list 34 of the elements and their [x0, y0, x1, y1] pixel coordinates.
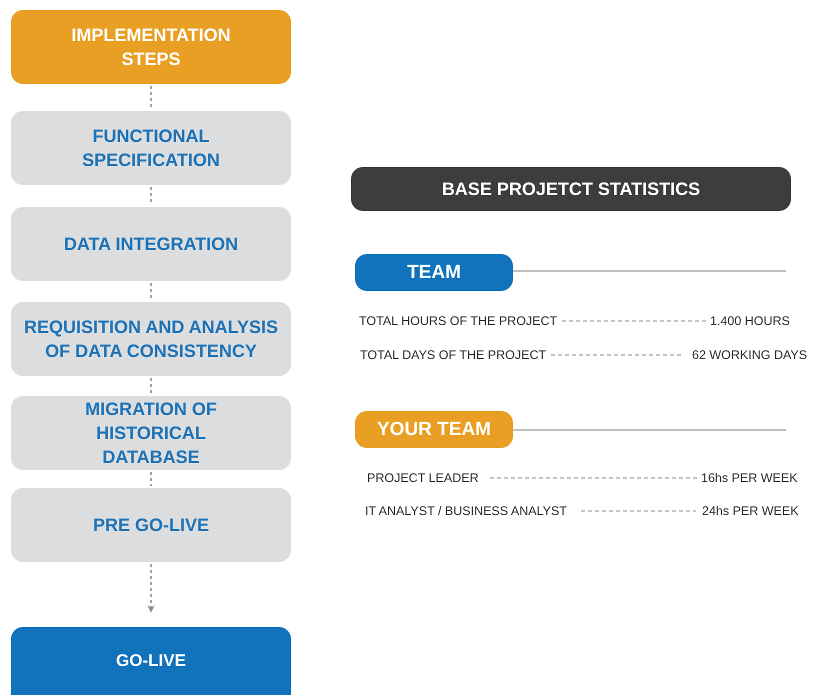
banner-box [351, 167, 791, 211]
step-box [11, 302, 291, 376]
connector-line [150, 86, 152, 109]
stat-value: 62 WORKING DAYS [692, 347, 808, 364]
stat-label: IT ANALYST / BUSINESS ANALYST [365, 503, 567, 520]
connector-line [150, 283, 152, 300]
box-text: REQUISITION AND ANALYSIS OF DATA CONSISTENCY [22, 316, 280, 363]
box-text: PRE GO-LIVE [92, 514, 209, 537]
team-pill [355, 411, 513, 448]
box-text: DATA INTEGRATION [64, 232, 238, 256]
stat-value: 24hs PER WEEK [702, 503, 799, 520]
connector-line [147, 564, 155, 613]
box-text: TEAM [407, 260, 461, 285]
connector-line [150, 472, 152, 486]
stat-label: TOTAL HOURS OF THE PROJECT [359, 313, 558, 330]
title-box [11, 10, 291, 84]
stat-value: 1.400 HOURS [710, 313, 790, 330]
box-text: GO-LIVE [116, 650, 186, 672]
connector-line [150, 378, 152, 394]
stat-label: TOTAL DAYS OF THE PROJECT [360, 347, 546, 364]
box-text: BASE PROJETCT STATISTICS [442, 178, 700, 201]
step-box [11, 488, 291, 562]
box-text: MIGRATION OF HISTORICAL DATABASE [84, 398, 218, 470]
stat-value: 16hs PER WEEK [701, 470, 798, 487]
connector-line [150, 187, 152, 205]
box-text: FUNCTIONAL SPECIFICATION [81, 124, 221, 172]
step-box [11, 207, 291, 281]
stat-label: PROJECT LEADER [367, 470, 479, 487]
end-box [11, 627, 291, 695]
box-text: IMPLEMENTATION STEPS [70, 24, 232, 71]
team-pill [355, 254, 513, 291]
step-box [11, 396, 291, 470]
step-box [11, 111, 291, 185]
box-text: YOUR TEAM [377, 418, 491, 442]
